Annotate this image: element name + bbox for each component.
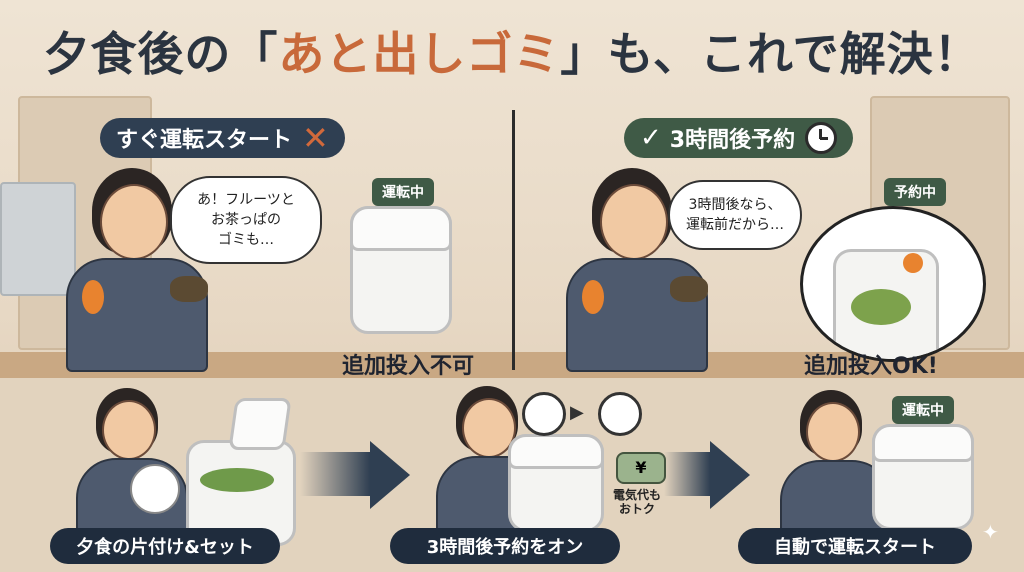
page-title: 夕食後の「あと出しゴミ」も、これで解決！ xyxy=(0,18,1024,84)
machine-lid xyxy=(508,434,604,470)
step2-caption: 3時間後予約をオン xyxy=(390,528,620,564)
step3-caption: 自動で運転スタート xyxy=(738,528,972,564)
face xyxy=(600,184,668,260)
garbage-processor-closed xyxy=(350,206,452,334)
left-note: 追加投入不可 xyxy=(342,354,475,379)
clock-icon xyxy=(805,122,838,154)
reserved-tag: 予約中 xyxy=(884,178,946,206)
machine-lid xyxy=(350,206,452,252)
x-mark-icon: ✕ xyxy=(302,119,329,157)
running-tag: 運転中 xyxy=(372,178,434,206)
sparkle-icon: ✦ xyxy=(982,520,999,544)
food-scrap xyxy=(903,253,923,273)
oven xyxy=(0,182,76,296)
woman-step1 xyxy=(70,388,190,542)
face xyxy=(806,402,860,462)
plate xyxy=(130,464,180,514)
face xyxy=(102,400,156,460)
left-header: すぐ運転スタート ✕ xyxy=(100,118,345,158)
zoom-inset xyxy=(800,206,986,362)
right-header: ✓ 3時間後予約 xyxy=(624,118,854,158)
food-waste xyxy=(200,468,274,492)
thought-bubble-right: 3時間後なら、 運転前だから… xyxy=(668,180,802,250)
machine-step3 xyxy=(872,424,974,530)
woman-smiling xyxy=(560,168,710,372)
thought-bubble-left: あ！フルーツと お茶っぱの ゴミも… xyxy=(170,176,322,264)
step1-caption: 夕食の片付け&セット xyxy=(50,528,280,564)
face xyxy=(100,184,168,260)
orange-peel xyxy=(82,280,104,314)
left-header-label: すぐ運転スタート xyxy=(116,128,293,153)
check-icon: ✓ xyxy=(640,123,662,153)
arrow-tail-2 xyxy=(664,452,710,496)
tea-leaves xyxy=(170,276,208,302)
tea-leaves xyxy=(670,276,708,302)
right-note: 追加投入OK! xyxy=(804,354,938,379)
yen-icon: ¥ xyxy=(616,452,666,484)
title-part1: 夕食後の「 xyxy=(43,27,279,81)
woman-worried xyxy=(60,168,210,372)
title-part2: 」も、これで解決！ xyxy=(560,27,981,81)
clock-icon xyxy=(598,392,642,436)
machine-step2 xyxy=(508,434,604,532)
food-waste xyxy=(851,289,911,325)
clock-icon xyxy=(522,392,566,436)
arrow-right-icon xyxy=(370,441,410,509)
right-header-label: 3時間後予約 xyxy=(669,128,796,153)
arrow-right-icon xyxy=(710,441,750,509)
title-accent: あと出しゴミ xyxy=(278,27,561,81)
machine-lid xyxy=(872,424,974,462)
arrow-tail-1 xyxy=(300,452,370,496)
savings-label: 電気代も おトク xyxy=(612,488,661,516)
machine-lid-open xyxy=(228,398,292,450)
orange-peel xyxy=(582,280,604,314)
small-arrow-icon: ▶ xyxy=(570,402,584,423)
running-tag-step3: 運転中 xyxy=(892,396,954,424)
panel-divider xyxy=(512,110,515,370)
